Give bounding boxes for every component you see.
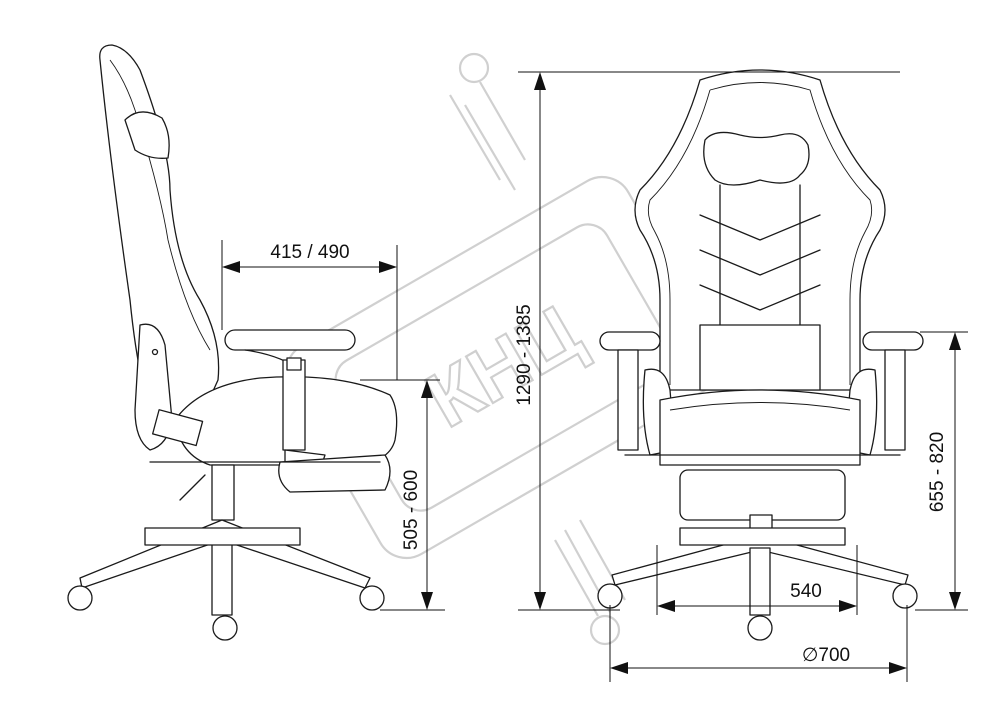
dimension-total-height: 1290 - 1385 [514, 71, 900, 611]
base-diameter-label: ∅700 [802, 645, 850, 666]
chair-front-view [597, 69, 924, 641]
chair-side-view [67, 44, 398, 641]
dimension-base-diameter: ∅700 [609, 605, 908, 682]
dimension-armrest-height: 655 - 820 [915, 331, 968, 611]
armrest-height-label: 655 - 820 [927, 432, 948, 512]
dimension-armrest-width: 540 [656, 545, 858, 615]
seat-height-label: 505 - 600 [401, 470, 422, 550]
dimension-seat-depth: 415 / 490 [221, 240, 398, 380]
watermark-logo-text: КНЦ [412, 287, 595, 444]
seat-depth-label: 415 / 490 [270, 242, 349, 263]
dimension-seat-height: 505 - 600 [360, 379, 445, 611]
armrest-width-label: 540 [790, 581, 822, 602]
total-height-label: 1290 - 1385 [514, 304, 535, 405]
